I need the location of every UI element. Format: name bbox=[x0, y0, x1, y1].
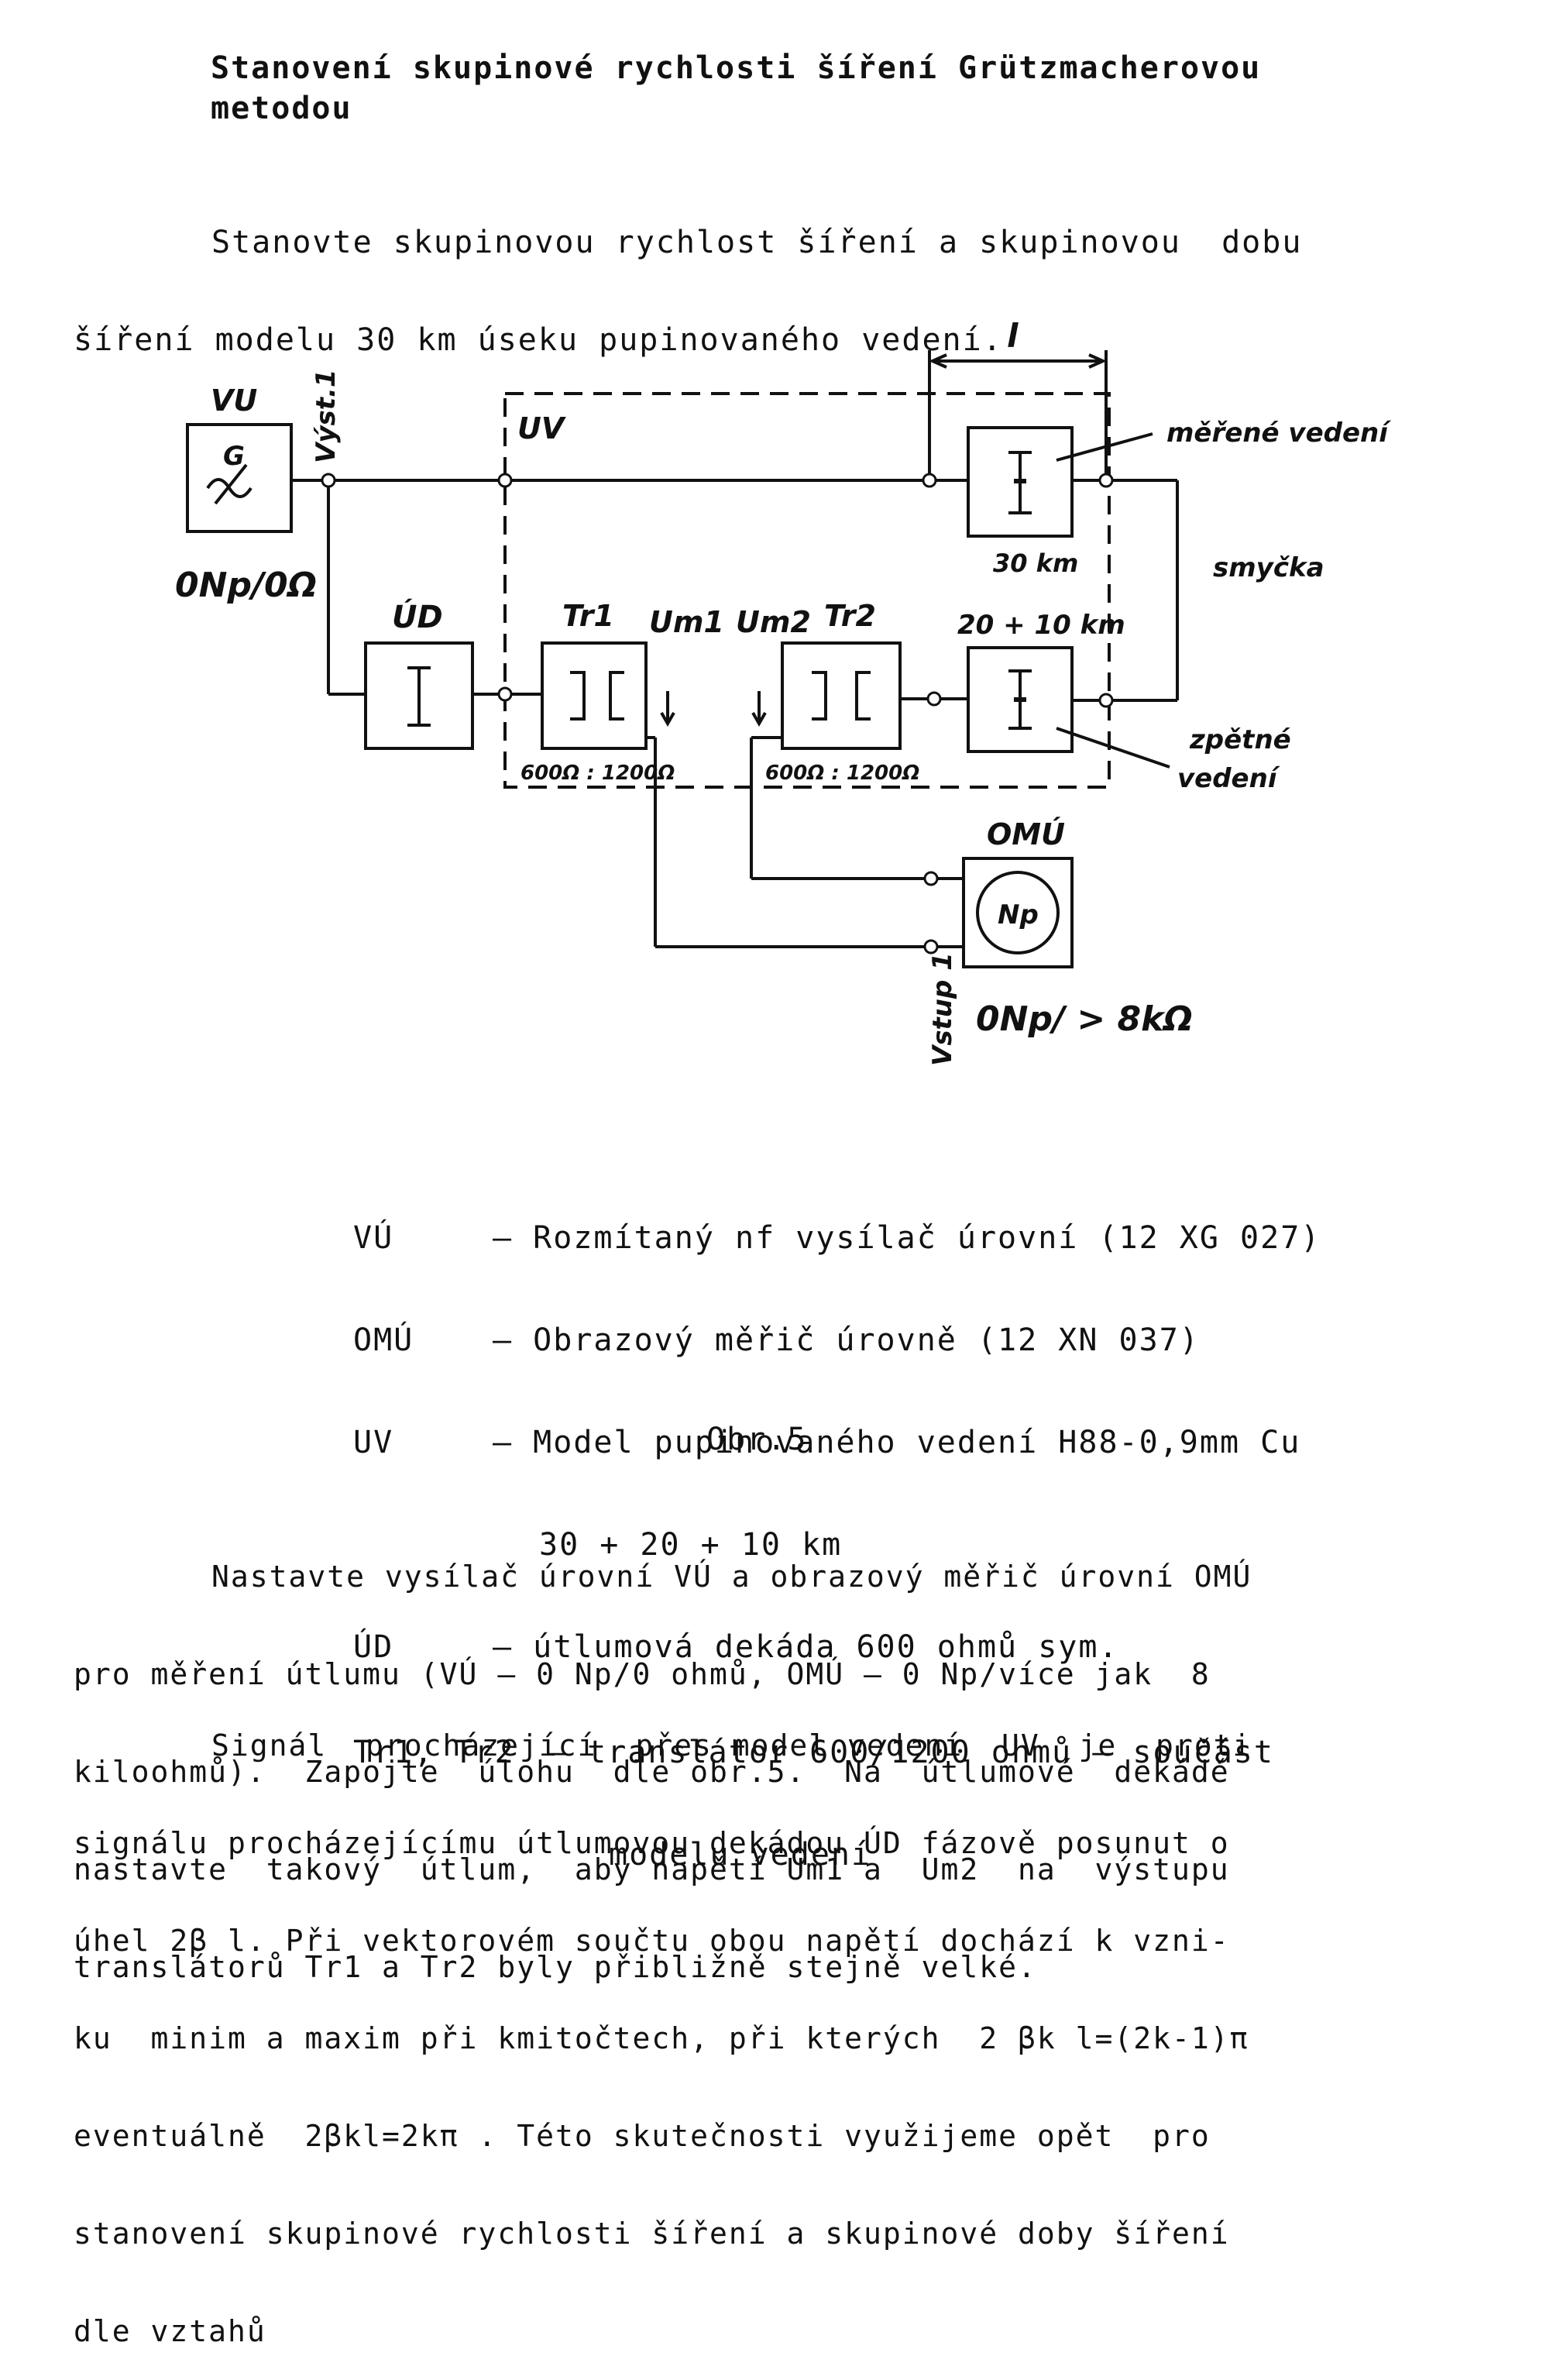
omu-box bbox=[962, 857, 1074, 968]
um2-label: Um2 bbox=[736, 605, 811, 639]
legend-text: – Model pupinovaného vedení H88-0,9mm Cu bbox=[493, 1425, 1301, 1460]
page-title: Stanovení skupinové rychlosti šíření Grü… bbox=[211, 48, 1261, 129]
title-line-2: metodou bbox=[211, 91, 352, 126]
legend-text: – Rozmítaný nf vysílač úrovní (12 XG 027… bbox=[493, 1220, 1321, 1256]
title-line-1: Stanovení skupinové rychlosti šíření Grü… bbox=[211, 50, 1262, 86]
legend-text: 30 + 20 + 10 km bbox=[539, 1527, 843, 1563]
return-line-label-2: vedení bbox=[1177, 763, 1280, 794]
body-line: Signál procházející přes model vedení UV… bbox=[211, 1728, 1252, 1763]
return-line-label-1: zpětné bbox=[1189, 724, 1291, 755]
generator-label: G bbox=[223, 441, 245, 472]
meter-level-label: 0Np/ > 8kΩ bbox=[976, 999, 1193, 1039]
km30-label: 30 km bbox=[993, 549, 1078, 578]
legend-row: modelu vedení bbox=[353, 1838, 1321, 1872]
km2010-label: 20 + 10 km bbox=[957, 610, 1125, 641]
legend: VÚ – Rozmítaný nf vysílač úrovní (12 XG 0… bbox=[353, 1153, 1321, 1906]
body-line: nastavte takový útlum, aby napětí Um1 a … bbox=[74, 1852, 1230, 1886]
body-line: úhel 2β l. Při vektorovém součtu obou na… bbox=[74, 1924, 1230, 1958]
ud-label: ÚD bbox=[392, 598, 443, 635]
legend-text: modelu vedení bbox=[609, 1837, 872, 1873]
body-line: kiloohmů). Zapojte úlohu dle obr.5. Na ú… bbox=[74, 1755, 1230, 1789]
circuit-diagram: VU G Výst.1 0Np/0Ω ÚD UV Tr1 Tr2 Um1 Um2… bbox=[175, 317, 1391, 1066]
um1-label: Um1 bbox=[649, 605, 724, 639]
legend-row: Tr1, Tr2 – translátor 600/1200 ohmů – sou… bbox=[353, 1735, 1321, 1770]
body-line: Nastavte vysílač úrovní VÚ a obrazový mě… bbox=[211, 1560, 1252, 1594]
tr2-ratio-label: 600Ω : 1200Ω bbox=[765, 762, 919, 785]
legend-row: ÚD – útlumová dekáda 600 ohmů sym. bbox=[353, 1630, 1321, 1664]
source-level-label: 0Np/0Ω bbox=[175, 566, 317, 605]
tr1-box bbox=[541, 641, 648, 750]
length-label: l bbox=[1007, 317, 1019, 355]
body-line: stanovení skupinové rychlosti šíření a s… bbox=[74, 2217, 1230, 2251]
np-label: Np bbox=[998, 899, 1039, 930]
legend-key: OMÚ bbox=[353, 1322, 414, 1358]
legend-row: 30 + 20 + 10 km bbox=[353, 1528, 1321, 1562]
tr2-label: Tr2 bbox=[824, 599, 876, 633]
legend-key: Tr1, Tr2 bbox=[353, 1735, 515, 1770]
vu-generator-box bbox=[186, 423, 293, 533]
loop-label: smyčka bbox=[1213, 552, 1324, 583]
meter-dial-icon bbox=[976, 871, 1060, 954]
body-line: signálu procházejícímu útlumovou dekádou… bbox=[74, 1826, 1230, 1860]
legend-key: UV bbox=[353, 1425, 394, 1460]
legend-row: VÚ – Rozmítaný nf vysílač úrovní (12 XG 0… bbox=[353, 1221, 1321, 1255]
legend-key: VÚ bbox=[353, 1220, 394, 1256]
measured-line-label: měřené vedení bbox=[1166, 418, 1391, 449]
legend-row: OMÚ – Obrazový měřič úrovně (12 XN 037) bbox=[353, 1323, 1321, 1357]
vyst-label: Výst.1 bbox=[311, 369, 342, 463]
vu-label: VU bbox=[211, 383, 257, 418]
task-line-1: Stanovte skupinovou rychlost šíření a sk… bbox=[211, 225, 1303, 260]
figure-label: Obr.5 bbox=[706, 1422, 808, 1457]
body-line: dle vztahů bbox=[74, 2314, 266, 2348]
omu-label: OMÚ bbox=[987, 817, 1065, 851]
body-line: pro měření útlumu (VÚ – 0 Np/0 ohmů, OMÚ… bbox=[74, 1657, 1211, 1691]
task-line-2: šíření modelu 30 km úseku pupinovaného v… bbox=[74, 322, 1003, 358]
vstup-label: Vstup 1 bbox=[927, 952, 958, 1066]
tr1-label: Tr1 bbox=[562, 599, 614, 633]
legend-text: – Obrazový měřič úrovně (12 XN 037) bbox=[493, 1322, 1200, 1358]
uv-dashed-boundary bbox=[503, 392, 1111, 789]
task-text: Stanovte skupinovou rychlost šíření a sk… bbox=[74, 161, 1302, 389]
legend-text: – útlumová dekáda 600 ohmů sym. bbox=[493, 1629, 1119, 1665]
body-line: eventuálně 2βkl=2kπ . Této skutečnosti v… bbox=[74, 2119, 1211, 2153]
tr2-box bbox=[781, 641, 902, 750]
body-paragraph-2: Signál procházející přes model vedení UV… bbox=[74, 1664, 1252, 2380]
body-line: ku minim a maxim při kmitočtech, při kte… bbox=[74, 2021, 1249, 2055]
legend-row: UV – Model pupinovaného vedení H88-0,9mm … bbox=[353, 1426, 1321, 1460]
legend-text: – translátor 600/1200 ohmů – součást bbox=[547, 1735, 1274, 1770]
legend-key: ÚD bbox=[353, 1629, 394, 1665]
uv-label: UV bbox=[517, 411, 566, 445]
tr1-ratio-label: 600Ω : 1200Ω bbox=[520, 762, 675, 785]
